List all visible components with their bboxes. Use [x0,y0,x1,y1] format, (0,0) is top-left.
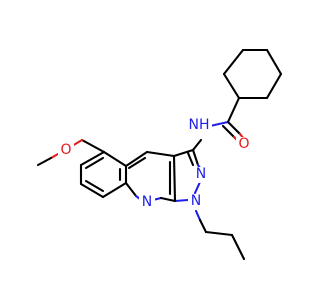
bond [173,198,190,203]
carbonyl-oxygen-label: O [236,137,252,153]
bond [191,138,203,152]
bond [208,120,230,128]
bond [172,154,177,203]
bond [198,218,208,234]
bond [79,182,105,199]
molecule-canvas: NH O O N N N [36,48,283,261]
bond [226,96,241,124]
bond [222,48,245,76]
bond [159,196,177,203]
bond [36,156,53,167]
bond [193,180,202,195]
pyrazole-n1-label: N [188,194,204,210]
bond [145,150,176,158]
bond [84,179,105,193]
propyl-chain [194,209,246,261]
bond [84,156,105,170]
bond [80,138,106,154]
bond [191,148,200,167]
amide-nh-label: NH [186,118,212,134]
bond [186,151,195,167]
bond [124,181,138,198]
bond [226,120,242,136]
amide-n-symbol: N [188,117,199,133]
bond [124,150,149,168]
bond [221,124,236,139]
bond [101,181,128,199]
bond [194,209,202,222]
pyridine-nitrogen-label: N [139,195,155,211]
cyclohexane-ring [222,48,283,100]
bond [79,150,106,167]
bond [230,233,246,261]
bond [102,150,128,168]
bond [265,48,283,76]
structure-drawing [36,48,283,261]
amide-h-symbol: H [198,117,210,133]
bond [222,72,241,100]
bond [172,148,195,158]
benzene-ring [79,150,128,199]
bond [204,230,234,237]
amide-group [191,96,246,152]
pyrazole-n2-label: N [193,167,209,183]
bond [127,156,147,170]
methoxy-oxygen-label: O [58,143,74,159]
bond [49,152,60,160]
bond [265,72,283,100]
